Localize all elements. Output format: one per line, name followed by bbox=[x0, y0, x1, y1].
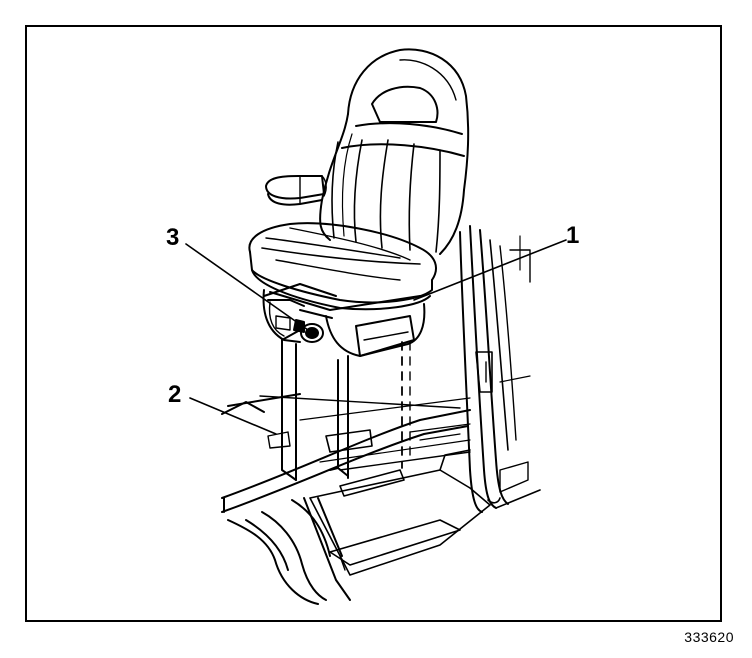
seat-back bbox=[319, 48, 470, 255]
figure-number: 333620 bbox=[684, 629, 734, 645]
seat-base bbox=[262, 283, 426, 357]
callout-1: 1 bbox=[566, 222, 580, 249]
leader-line-2 bbox=[189, 397, 277, 435]
leader-line-1 bbox=[413, 239, 567, 301]
floor-pan bbox=[221, 393, 491, 605]
armrest bbox=[265, 175, 327, 206]
door-pillar bbox=[459, 225, 541, 513]
seat-cushion bbox=[248, 222, 437, 311]
callout-3: 3 bbox=[166, 224, 180, 251]
leader-line-3 bbox=[185, 243, 309, 331]
seat-riser bbox=[267, 329, 411, 497]
callout-2: 2 bbox=[168, 381, 182, 408]
leader-lines bbox=[185, 239, 567, 435]
